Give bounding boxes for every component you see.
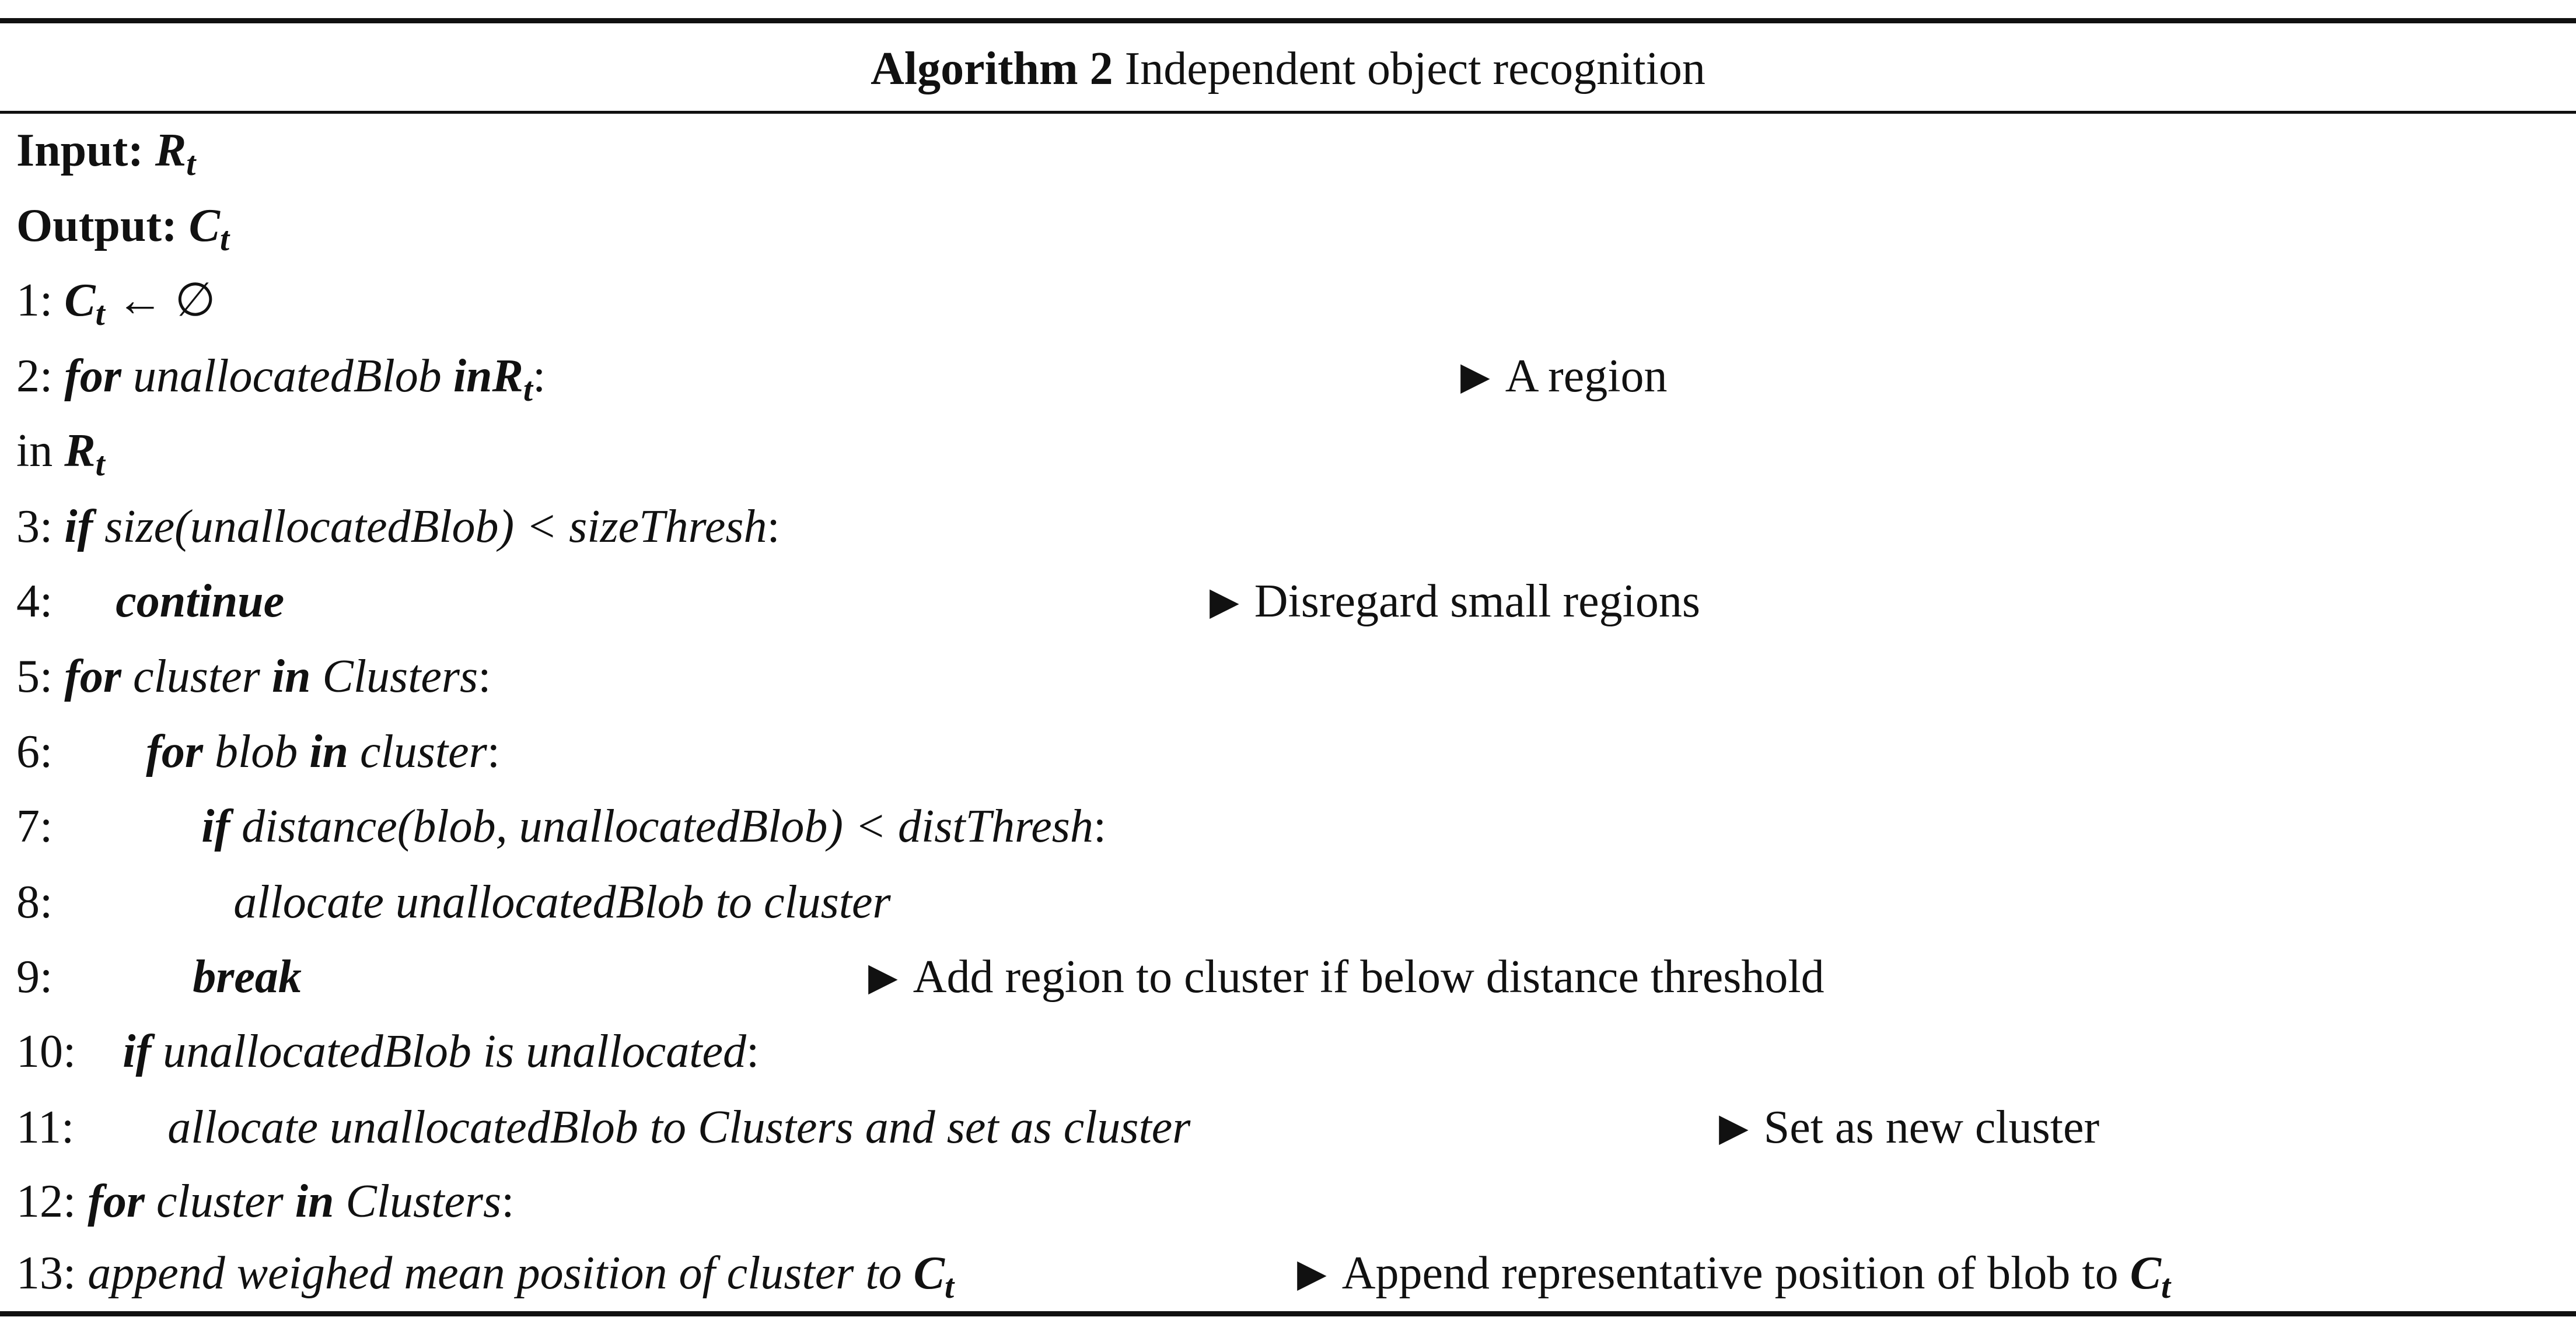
algorithm-line-2: 2: for unallocatedBlob inRt: ▶A region <box>16 344 2560 408</box>
output-label: Output: <box>16 200 177 251</box>
break-keyword: break <box>193 951 302 1003</box>
loop-variable: cluster <box>133 651 260 702</box>
result-variable: Ct <box>2130 1248 2171 1305</box>
in-keyword: in <box>271 651 311 702</box>
result-variable: Ct <box>64 275 105 332</box>
line-number: 1: <box>16 275 53 326</box>
algorithm-line-1: 1: Ct ← ∅ <box>16 268 215 332</box>
collection: Clusters <box>345 1176 502 1227</box>
algorithm-line-4: 4: continue ▶Disregard small regions <box>16 569 2560 633</box>
statement: allocate unallocatedBlob to cluster <box>233 877 891 928</box>
line-number: 10: <box>16 1026 76 1077</box>
in-keyword: in <box>453 351 492 402</box>
for-keyword: for <box>146 726 204 777</box>
line-number: 2: <box>16 351 53 402</box>
line-comment: ▶Append representative position of blob … <box>1297 1248 2171 1305</box>
algorithm-line-11: 11: allocate unallocatedBlob to Clusters… <box>16 1095 2560 1160</box>
condition: distance(blob, unallocatedBlob) < distTh… <box>242 801 1093 852</box>
line-number: 7: <box>16 801 53 852</box>
empty-set: ∅ <box>174 275 216 326</box>
output-variable: Ct <box>188 200 230 258</box>
line-comment: ▶Set as new cluster <box>1719 1102 2100 1153</box>
statement: append weighed mean position of cluster … <box>88 1248 902 1299</box>
collection: cluster <box>359 726 487 777</box>
algorithm-line-5: 5: for cluster in Clusters: <box>16 645 491 709</box>
comment-triangle-icon: ▶ <box>1210 579 1239 624</box>
if-keyword: if <box>123 1026 152 1077</box>
header-rule <box>0 111 2576 114</box>
algorithm-line-13: 13: append weighed mean position of clus… <box>16 1241 2560 1305</box>
colon: : <box>746 1026 760 1077</box>
loop-variable: unallocatedBlob <box>133 351 442 402</box>
input-variable: Rt <box>155 125 196 183</box>
output-line: Output: Ct <box>16 194 229 258</box>
input-label: Input: <box>16 125 144 176</box>
colon: : <box>501 1176 515 1227</box>
line-number: 9: <box>16 951 53 1003</box>
top-rule <box>0 18 2576 23</box>
line-number: 5: <box>16 651 53 702</box>
colon: : <box>767 501 780 552</box>
algorithm-line-2-wrap: in Rt <box>16 419 105 483</box>
in-keyword: in <box>309 726 348 777</box>
colon: : <box>478 651 491 702</box>
if-keyword: if <box>201 801 230 852</box>
collection: Clusters <box>322 651 478 702</box>
line-comment: ▶A region <box>1460 351 1668 402</box>
algorithm-title: Independent object recognition <box>1124 43 1705 94</box>
colon: : <box>487 726 500 777</box>
colon: : <box>533 351 546 402</box>
loop-variable: cluster <box>156 1176 284 1227</box>
algorithm-label: Algorithm 2 <box>871 43 1113 94</box>
in-keyword: in <box>295 1176 334 1227</box>
bottom-rule <box>0 1311 2576 1316</box>
region-variable: Rt <box>64 425 105 483</box>
continue-keyword: continue <box>116 576 285 627</box>
line-number: 11: <box>16 1102 75 1153</box>
colon: : <box>1093 801 1107 852</box>
algorithm-line-3: 3: if size(unallocatedBlob) < sizeThresh… <box>16 495 780 559</box>
if-keyword: if <box>64 501 93 552</box>
assign-arrow: ← <box>116 275 163 326</box>
comment-triangle-icon: ▶ <box>1460 353 1490 398</box>
in-text: in <box>16 425 53 477</box>
line-number: 12: <box>16 1176 76 1227</box>
algorithm-line-6: 6: for blob in cluster: <box>16 720 500 784</box>
comment-triangle-icon: ▶ <box>1719 1105 1749 1150</box>
line-number: 4: <box>16 576 53 627</box>
comment-triangle-icon: ▶ <box>1297 1251 1327 1295</box>
algorithm-line-9: 9: break ▶Add region to cluster if below… <box>16 945 2560 1009</box>
for-keyword: for <box>64 351 122 402</box>
region-variable: Rt <box>492 351 533 408</box>
line-number: 3: <box>16 501 53 552</box>
line-number: 6: <box>16 726 53 777</box>
algorithm-line-10: 10: if unallocatedBlob is unallocated: <box>16 1020 759 1084</box>
algorithm-line-8: 8: allocate unallocatedBlob to cluster <box>16 870 891 934</box>
for-keyword: for <box>64 651 122 702</box>
result-variable: Ct <box>913 1248 955 1305</box>
input-line: Input: Rt <box>16 118 195 183</box>
algorithm-line-12: 12: for cluster in Clusters: <box>16 1169 514 1234</box>
condition: unallocatedBlob is unallocated <box>163 1026 746 1077</box>
for-keyword: for <box>88 1176 145 1227</box>
comment-triangle-icon: ▶ <box>868 954 898 999</box>
statement: allocate unallocatedBlob to Clusters and… <box>167 1102 1191 1153</box>
algorithm-caption: Algorithm 2 Independent object recogniti… <box>0 40 2576 98</box>
condition: size(unallocatedBlob) < sizeThresh <box>104 501 767 552</box>
line-comment: ▶Disregard small regions <box>1210 576 1701 627</box>
algorithm-line-7: 7: if distance(blob, unallocatedBlob) < … <box>16 794 1106 859</box>
loop-variable: blob <box>215 726 298 777</box>
line-comment: ▶Add region to cluster if below distance… <box>868 951 1824 1003</box>
line-number: 8: <box>16 877 53 928</box>
line-number: 13: <box>16 1248 76 1299</box>
